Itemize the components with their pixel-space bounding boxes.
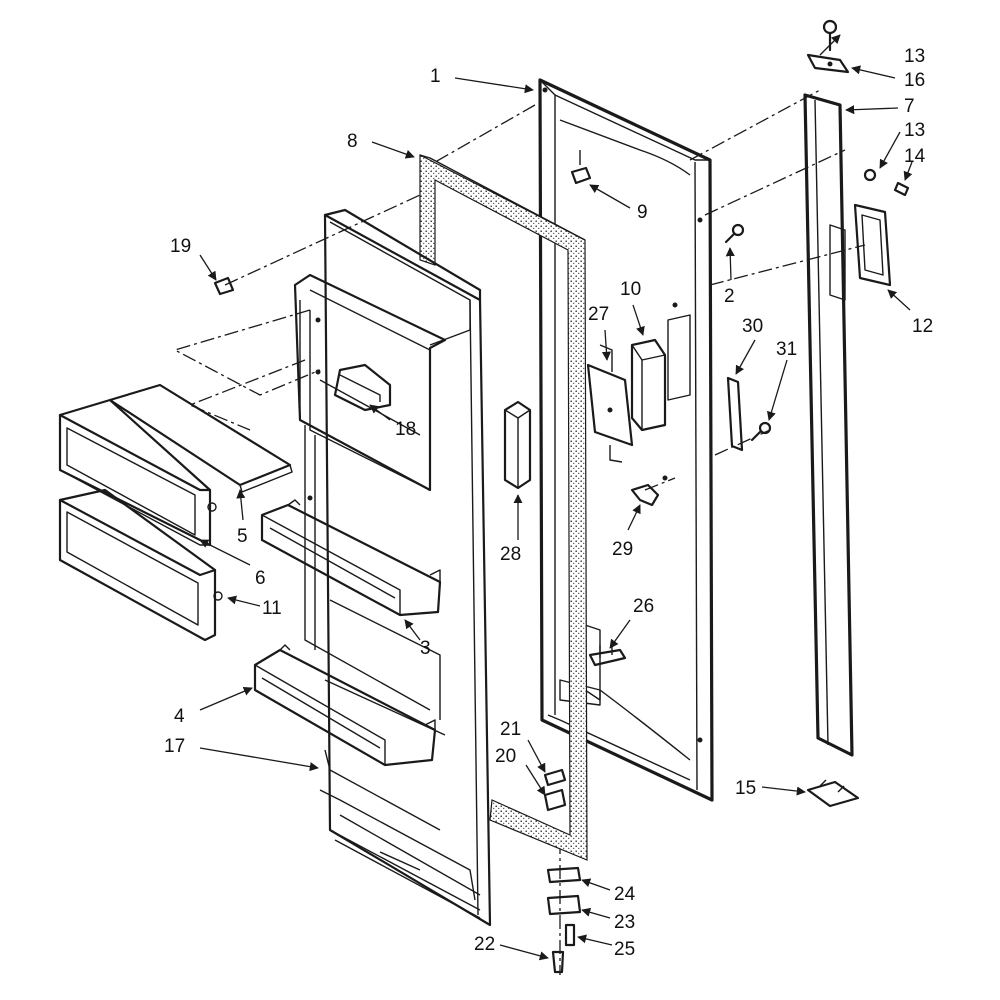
drip-tray — [333, 363, 392, 412]
hinge-bracket-23 — [546, 894, 582, 916]
callout-17: 17 — [164, 736, 185, 757]
callout-23: 23 — [614, 912, 635, 933]
upper-front-panel — [58, 398, 217, 547]
upper-door-shelf — [260, 499, 442, 617]
screw-19 — [213, 276, 235, 296]
callout-14: 14 — [904, 146, 926, 167]
callout-25: 25 — [614, 939, 635, 960]
callout-6: 6 — [255, 568, 266, 589]
callout-27: 27 — [588, 304, 609, 325]
top-hinge — [806, 53, 850, 74]
callout-1: 1 — [430, 66, 441, 87]
callout-13-lower: 13 — [904, 120, 925, 141]
door-gasket — [419, 154, 588, 861]
switch-housing — [630, 314, 691, 432]
callout-labels: 1 8 9 19 2 27 10 30 31 13 16 7 13 14 12 … — [164, 46, 933, 960]
callout-9: 9 — [637, 202, 648, 223]
handle-trim — [803, 93, 854, 757]
callout-26: 26 — [633, 596, 654, 617]
screw-13-upper — [822, 19, 838, 52]
callout-29: 29 — [612, 539, 633, 560]
callout-30: 30 — [742, 316, 763, 337]
callout-20: 20 — [495, 746, 516, 767]
bracket-plate — [586, 344, 634, 463]
callout-22: 22 — [474, 934, 495, 955]
callout-28: 28 — [500, 544, 521, 565]
screw-25 — [564, 923, 576, 947]
door-pad — [503, 400, 532, 490]
clip — [630, 483, 660, 507]
callout-11: 11 — [262, 598, 282, 619]
callout-10: 10 — [620, 279, 641, 300]
handle — [853, 203, 892, 287]
callout-4: 4 — [174, 706, 185, 727]
callout-3: 3 — [420, 638, 431, 659]
screw-31 — [750, 421, 772, 442]
callout-18: 18 — [395, 419, 416, 440]
callout-24: 24 — [614, 884, 636, 905]
fastener-9 — [570, 150, 592, 185]
strip-30 — [726, 376, 744, 452]
bottom-hinge — [806, 779, 860, 808]
dispenser-cover — [108, 383, 293, 493]
screw-13-lower — [863, 168, 877, 182]
callout-19: 19 — [170, 236, 191, 257]
callout-2: 2 — [724, 286, 735, 307]
lower-front-panel — [58, 488, 223, 642]
pin-14 — [893, 181, 910, 197]
lower-bracket — [588, 642, 627, 667]
screw-2 — [724, 223, 745, 244]
hinge-bushing-21 — [543, 768, 567, 787]
lower-door-shelf — [253, 644, 437, 767]
outer-door-panel — [538, 78, 714, 802]
screw-22 — [551, 950, 565, 974]
leader-lines — [199, 34, 913, 961]
hinge-spacer-24 — [546, 866, 582, 884]
inner-door-liner — [293, 208, 492, 927]
callout-16: 16 — [904, 70, 925, 91]
callout-15: 15 — [735, 778, 756, 799]
callout-31: 31 — [776, 339, 797, 360]
callout-5: 5 — [237, 526, 248, 547]
callout-8: 8 — [347, 131, 358, 152]
hinge-bushing-20 — [543, 788, 567, 812]
callout-13-upper: 13 — [904, 46, 925, 67]
callout-21: 21 — [500, 719, 521, 740]
callout-7: 7 — [904, 96, 915, 117]
callout-12: 12 — [912, 316, 933, 337]
